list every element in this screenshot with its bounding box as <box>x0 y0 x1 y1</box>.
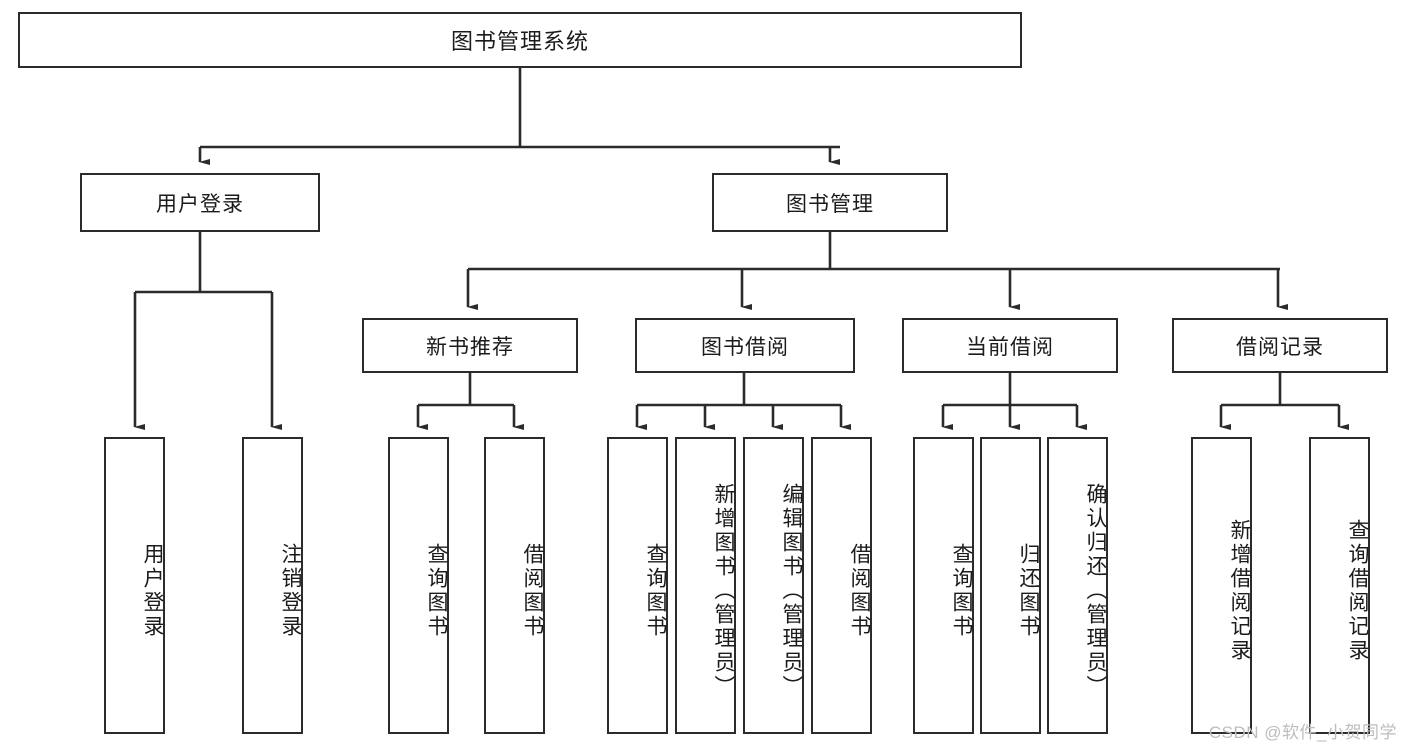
leaf-confirm-return-admin[interactable]: 确认归还（管理员） <box>1047 437 1108 734</box>
node-root-system[interactable]: 图书管理系统 <box>18 12 1022 68</box>
leaf-query-book-recommend[interactable]: 查询图书 <box>388 437 449 734</box>
leaf-logout-login[interactable]: 注销登录 <box>242 437 303 734</box>
leaf-add-book-admin[interactable]: 新增图书（管理员） <box>675 437 736 734</box>
leaf-add-borrow-record[interactable]: 新增借阅记录 <box>1191 437 1252 734</box>
node-user-login[interactable]: 用户登录 <box>80 173 320 232</box>
leaf-edit-book-admin[interactable]: 编辑图书（管理员） <box>743 437 804 734</box>
leaf-borrow-book-recommend[interactable]: 借阅图书 <box>484 437 545 734</box>
leaf-query-borrow-record[interactable]: 查询借阅记录 <box>1309 437 1370 734</box>
node-current-borrow[interactable]: 当前借阅 <box>902 318 1118 373</box>
node-book-management[interactable]: 图书管理 <box>712 173 948 232</box>
node-new-book-recommend[interactable]: 新书推荐 <box>362 318 578 373</box>
leaf-query-book-current[interactable]: 查询图书 <box>913 437 974 734</box>
leaf-borrow-book[interactable]: 借阅图书 <box>811 437 872 734</box>
node-book-borrow[interactable]: 图书借阅 <box>635 318 855 373</box>
node-borrow-record[interactable]: 借阅记录 <box>1172 318 1388 373</box>
leaf-user-login[interactable]: 用户登录 <box>104 437 165 734</box>
leaf-query-book-borrow[interactable]: 查询图书 <box>607 437 668 734</box>
leaf-return-book[interactable]: 归还图书 <box>980 437 1041 734</box>
